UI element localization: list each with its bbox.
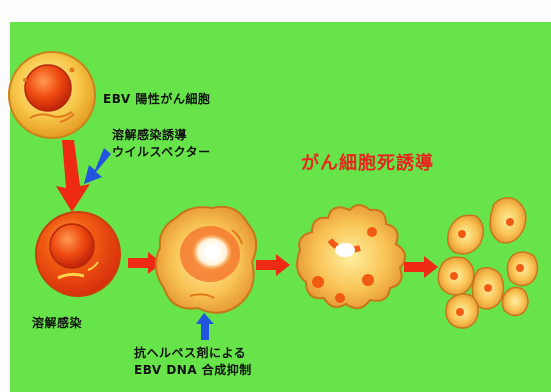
ebv-positive-cell [8,51,96,139]
blue-arrow-vector [84,148,111,184]
blue-arrow-up [196,313,214,340]
vector-label-line2: ウイルスベクター [112,145,211,159]
ebv-cell-label: EBV 陽性がん細胞 [103,92,211,106]
antiviral-label: 抗ヘルペス剤による EBV DNA 合成抑制 [134,345,252,379]
replicating-cell [154,205,258,314]
vector-label-line1: 溶解感染誘導 [112,128,188,142]
red-arrow-right-1 [128,252,162,274]
green-background [10,22,551,392]
red-arrow-down [56,140,90,212]
vector-label: 溶解感染誘導 ウイルスベクター [112,127,211,161]
antiviral-label-line2: EBV DNA 合成抑制 [134,363,252,377]
antiviral-label-line1: 抗ヘルペス剤による [134,346,247,360]
red-arrow-right-3 [404,256,438,278]
red-arrow-right-2 [256,254,290,276]
lytic-infection-label: 溶解感染 [32,316,83,330]
cell-death-label: がん細胞死誘導 [301,153,434,174]
dead-cell-fragments [437,197,539,329]
lytic-infection-cell [35,211,121,297]
bursting-cell [296,204,407,310]
